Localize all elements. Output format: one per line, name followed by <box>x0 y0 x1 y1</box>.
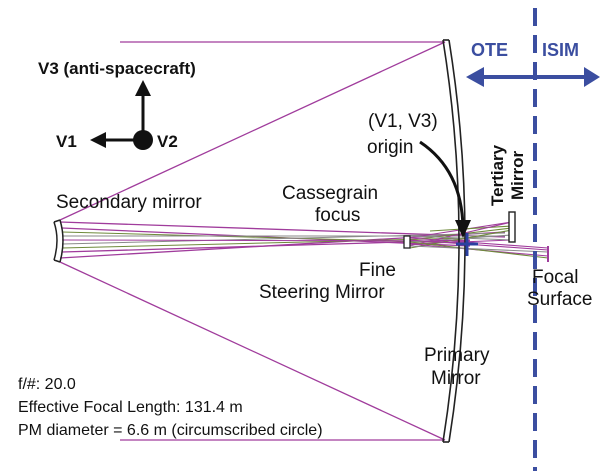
fine-steering-mirror <box>403 235 411 249</box>
fine-steering-mirror-label-line2: Steering Mirror <box>259 282 385 303</box>
focal-surface-label-line1: Focal <box>532 267 578 288</box>
focal-surface-label-line2: Surface <box>527 289 592 310</box>
origin-label-line2: origin <box>367 137 413 158</box>
v2-axis-dot-icon <box>133 130 153 150</box>
arrow-right-head-icon <box>584 67 600 87</box>
f-number-text: f/#: 20.0 <box>18 376 76 393</box>
tertiary-mirror <box>508 211 516 243</box>
v3-arrowhead-icon <box>135 80 151 96</box>
origin-pointer-arrowhead-icon <box>455 220 471 238</box>
pm-diameter-text: PM diameter = 6.6 m (circumscribed circl… <box>18 422 323 439</box>
ote-isim-divider: OTE ISIM <box>466 8 600 471</box>
primary-mirror-label-line1: Primary <box>424 345 490 366</box>
primary-mirror-label-line2: Mirror <box>431 368 481 389</box>
secondary-mirror <box>53 219 64 263</box>
effective-focal-length-text: Effective Focal Length: 131.4 m <box>18 399 243 416</box>
origin-pointer-arrow <box>419 140 471 238</box>
aft-optics-ray-fan <box>407 221 549 259</box>
cassegrain-focus-label-line1: Cassegrain <box>282 183 378 204</box>
v1-axis-label: V1 <box>56 132 77 151</box>
ote-label: OTE <box>471 40 508 60</box>
light-rays <box>59 41 506 441</box>
arrow-left-head-icon <box>466 67 484 87</box>
tertiary-mirror-label-line2: Mirror <box>508 151 527 201</box>
secondary-mirror-label: Secondary mirror <box>56 192 202 213</box>
v1-arrowhead-icon <box>90 132 106 148</box>
coordinate-axes: V3 (anti-spacecraft) V1 V2 <box>38 59 196 151</box>
tertiary-mirror-label-line1: Tertiary <box>488 144 507 206</box>
primary-to-secondary-ray-top <box>59 41 446 221</box>
primary-to-secondary-ray-bottom <box>59 261 446 441</box>
origin-label-line1: (V1, V3) <box>368 111 438 132</box>
specs-block: f/#: 20.0 Effective Focal Length: 131.4 … <box>18 376 323 439</box>
v3-axis-label: V3 (anti-spacecraft) <box>38 59 196 78</box>
primary-mirror <box>442 39 466 443</box>
cassegrain-focus-label-line2: focus <box>315 205 360 226</box>
fine-steering-mirror-label-line1: Fine <box>359 260 396 281</box>
isim-label: ISIM <box>542 40 579 60</box>
origin-marker <box>456 233 478 256</box>
v2-axis-label: V2 <box>157 132 178 151</box>
